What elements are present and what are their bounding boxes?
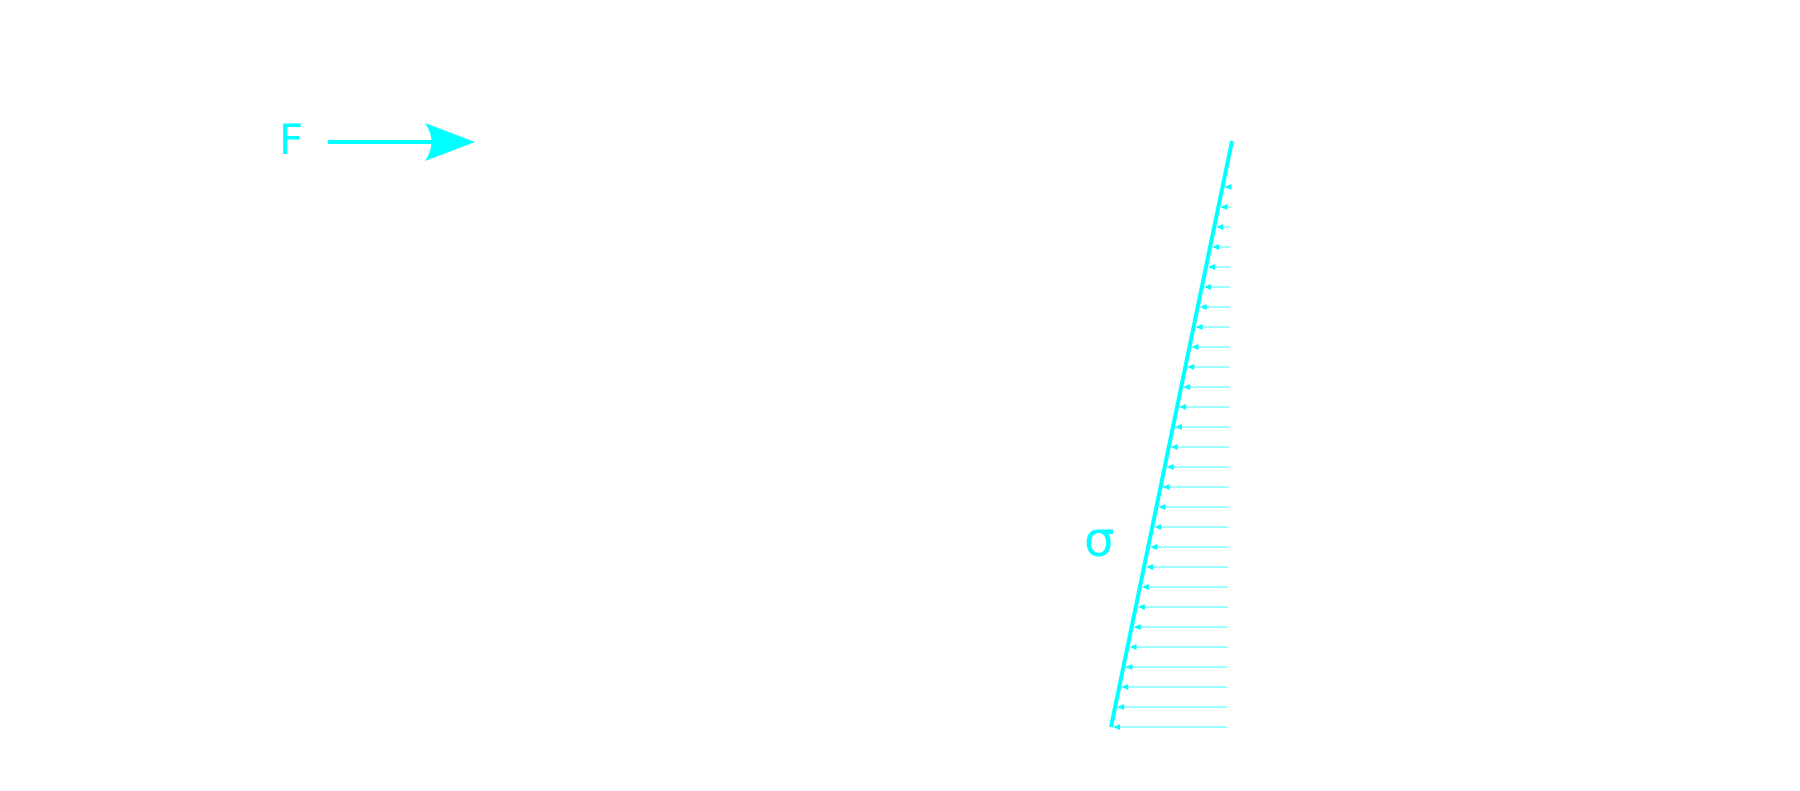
stress-arrow bbox=[1191, 344, 1230, 350]
stress-arrowhead bbox=[1121, 684, 1129, 690]
stress-arrow bbox=[1141, 584, 1229, 590]
stress-arrow bbox=[1170, 444, 1230, 450]
stress-arrowhead bbox=[1179, 404, 1187, 410]
stress-arrow bbox=[1117, 704, 1228, 710]
stress-arrow bbox=[1179, 404, 1230, 410]
stress-arrow bbox=[1162, 484, 1229, 490]
stress-arrow bbox=[1113, 724, 1227, 730]
stress-arrow bbox=[1121, 684, 1228, 690]
stress-arrowhead bbox=[1216, 224, 1224, 230]
stress-arrow bbox=[1183, 384, 1230, 390]
stress-arrow bbox=[1125, 664, 1228, 670]
stress-arrow bbox=[1212, 244, 1231, 250]
stress-arrow bbox=[1166, 464, 1229, 470]
stress-arrowhead bbox=[1191, 344, 1199, 350]
stress-arrowhead bbox=[1117, 704, 1125, 710]
stress-arrowhead bbox=[1146, 564, 1154, 570]
stress-arrowhead bbox=[1170, 444, 1178, 450]
stress-arrowhead bbox=[1133, 624, 1141, 630]
stress-arrowhead bbox=[1154, 524, 1162, 530]
stress-arrowhead bbox=[1129, 644, 1137, 650]
stress-arrow bbox=[1154, 524, 1229, 530]
stress-arrowhead bbox=[1212, 244, 1220, 250]
stress-arrowhead bbox=[1199, 304, 1207, 310]
stress-arrowhead bbox=[1166, 464, 1174, 470]
stress-arrowhead bbox=[1150, 544, 1158, 550]
stress-arrow bbox=[1137, 604, 1228, 610]
stress-arrowhead bbox=[1224, 184, 1232, 190]
stress-arrowhead bbox=[1187, 364, 1195, 370]
force-arrowhead bbox=[425, 123, 475, 161]
stress-arrow bbox=[1199, 304, 1231, 310]
stress-arrowhead bbox=[1207, 264, 1215, 270]
stress-arrow bbox=[1220, 204, 1231, 210]
stress-arrowhead bbox=[1203, 284, 1211, 290]
stress-arrow bbox=[1203, 284, 1231, 290]
stress-arrows bbox=[1113, 184, 1232, 730]
stress-arrow bbox=[1158, 504, 1229, 510]
stress-arrow bbox=[1146, 564, 1229, 570]
stress-arrow bbox=[1187, 364, 1230, 370]
stress-arrowhead bbox=[1183, 384, 1191, 390]
stress-label: σ bbox=[1084, 512, 1115, 568]
stress-arrow bbox=[1133, 624, 1228, 630]
stress-arrow bbox=[1207, 264, 1231, 270]
stress-arrow bbox=[1129, 644, 1228, 650]
stress-arrowhead bbox=[1113, 724, 1120, 730]
stress-arrow bbox=[1216, 224, 1231, 230]
stress-arrowhead bbox=[1174, 424, 1182, 430]
force-arrow bbox=[328, 123, 475, 161]
force-label: F bbox=[279, 115, 304, 164]
stress-arrowhead bbox=[1158, 504, 1166, 510]
stress-arrowhead bbox=[1137, 604, 1145, 610]
stress-arrowhead bbox=[1195, 324, 1203, 330]
stress-arrowhead bbox=[1162, 484, 1170, 490]
stress-arrow bbox=[1174, 424, 1230, 430]
stress-arrow bbox=[1224, 184, 1232, 190]
stress-arrowhead bbox=[1125, 664, 1133, 670]
stress-arrowhead bbox=[1220, 204, 1228, 210]
stress-arrowhead bbox=[1141, 584, 1149, 590]
stress-arrow bbox=[1195, 324, 1230, 330]
stress-arrow bbox=[1150, 544, 1229, 550]
stress-distribution-line bbox=[1109, 140, 1234, 728]
